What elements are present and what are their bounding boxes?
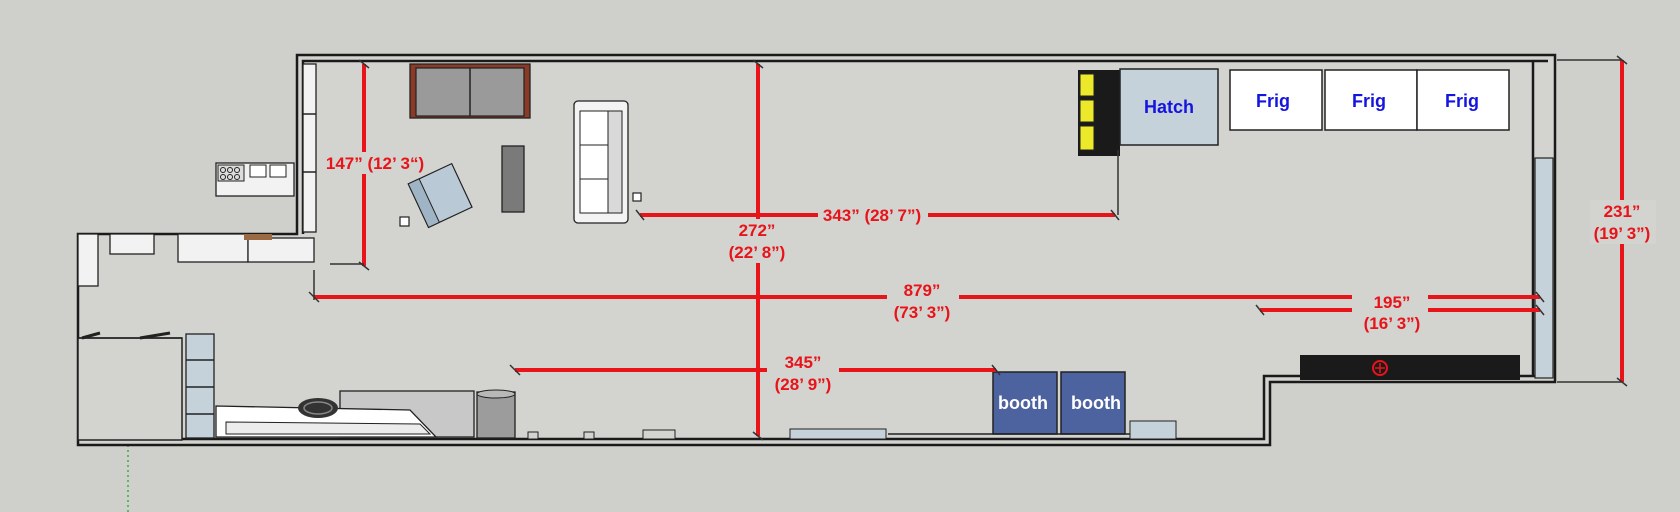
dim-343: 343” (28’ 7”) — [823, 206, 921, 225]
bottom-wall-features — [527, 420, 1177, 440]
bar-counter — [215, 389, 516, 439]
frig-label-2: Frig — [1352, 91, 1386, 111]
dimension-label-backgrounds — [322, 152, 1656, 395]
dimension-labels: 147” (12’ 3“) 272” (22’ 8”) 343” (28’ 7”… — [326, 154, 1650, 394]
refrigerators: Frig Frig Frig — [1229, 69, 1510, 131]
dim-879-line1: 879” — [904, 281, 941, 300]
booths: booth booth — [888, 371, 1130, 435]
target-icon — [1372, 360, 1388, 376]
left-counters — [77, 233, 315, 441]
sofa-white — [573, 100, 642, 224]
hatch-box — [1119, 68, 1219, 146]
dim-231-line1: 231” — [1604, 202, 1641, 221]
coffee-table — [501, 145, 525, 213]
floor-area — [78, 57, 1555, 445]
left-shelving — [302, 63, 317, 233]
dim-231-line2: (19’ 3”) — [1594, 224, 1651, 243]
hatch-unit: Hatch — [1078, 68, 1219, 156]
sofa-top — [409, 63, 531, 119]
right-wall-panel — [1534, 157, 1554, 379]
side-table — [399, 216, 410, 227]
dim-879-line2: (73’ 3”) — [894, 303, 951, 322]
dim-345-line2: (28’ 9”) — [775, 375, 832, 394]
dim-345-line1: 345” — [785, 353, 822, 372]
frig-label-1: Frig — [1256, 91, 1290, 111]
booth-label-1: booth — [998, 393, 1048, 413]
dim-272-line2: (22’ 8”) — [729, 243, 786, 262]
dim-195-line1: 195” — [1374, 293, 1411, 312]
armchair — [407, 162, 473, 229]
dim-195-line2: (16’ 3”) — [1364, 314, 1421, 333]
frig-label-3: Frig — [1445, 91, 1479, 111]
dim-272-line1: 272” — [739, 221, 776, 240]
booth-label-2: booth — [1071, 393, 1121, 413]
glass-shelf-unit — [185, 333, 215, 439]
dim-147: 147” (12’ 3“) — [326, 154, 424, 173]
hatch-label: Hatch — [1144, 97, 1194, 117]
stove-counter — [215, 162, 295, 197]
back-bar — [1300, 355, 1520, 380]
